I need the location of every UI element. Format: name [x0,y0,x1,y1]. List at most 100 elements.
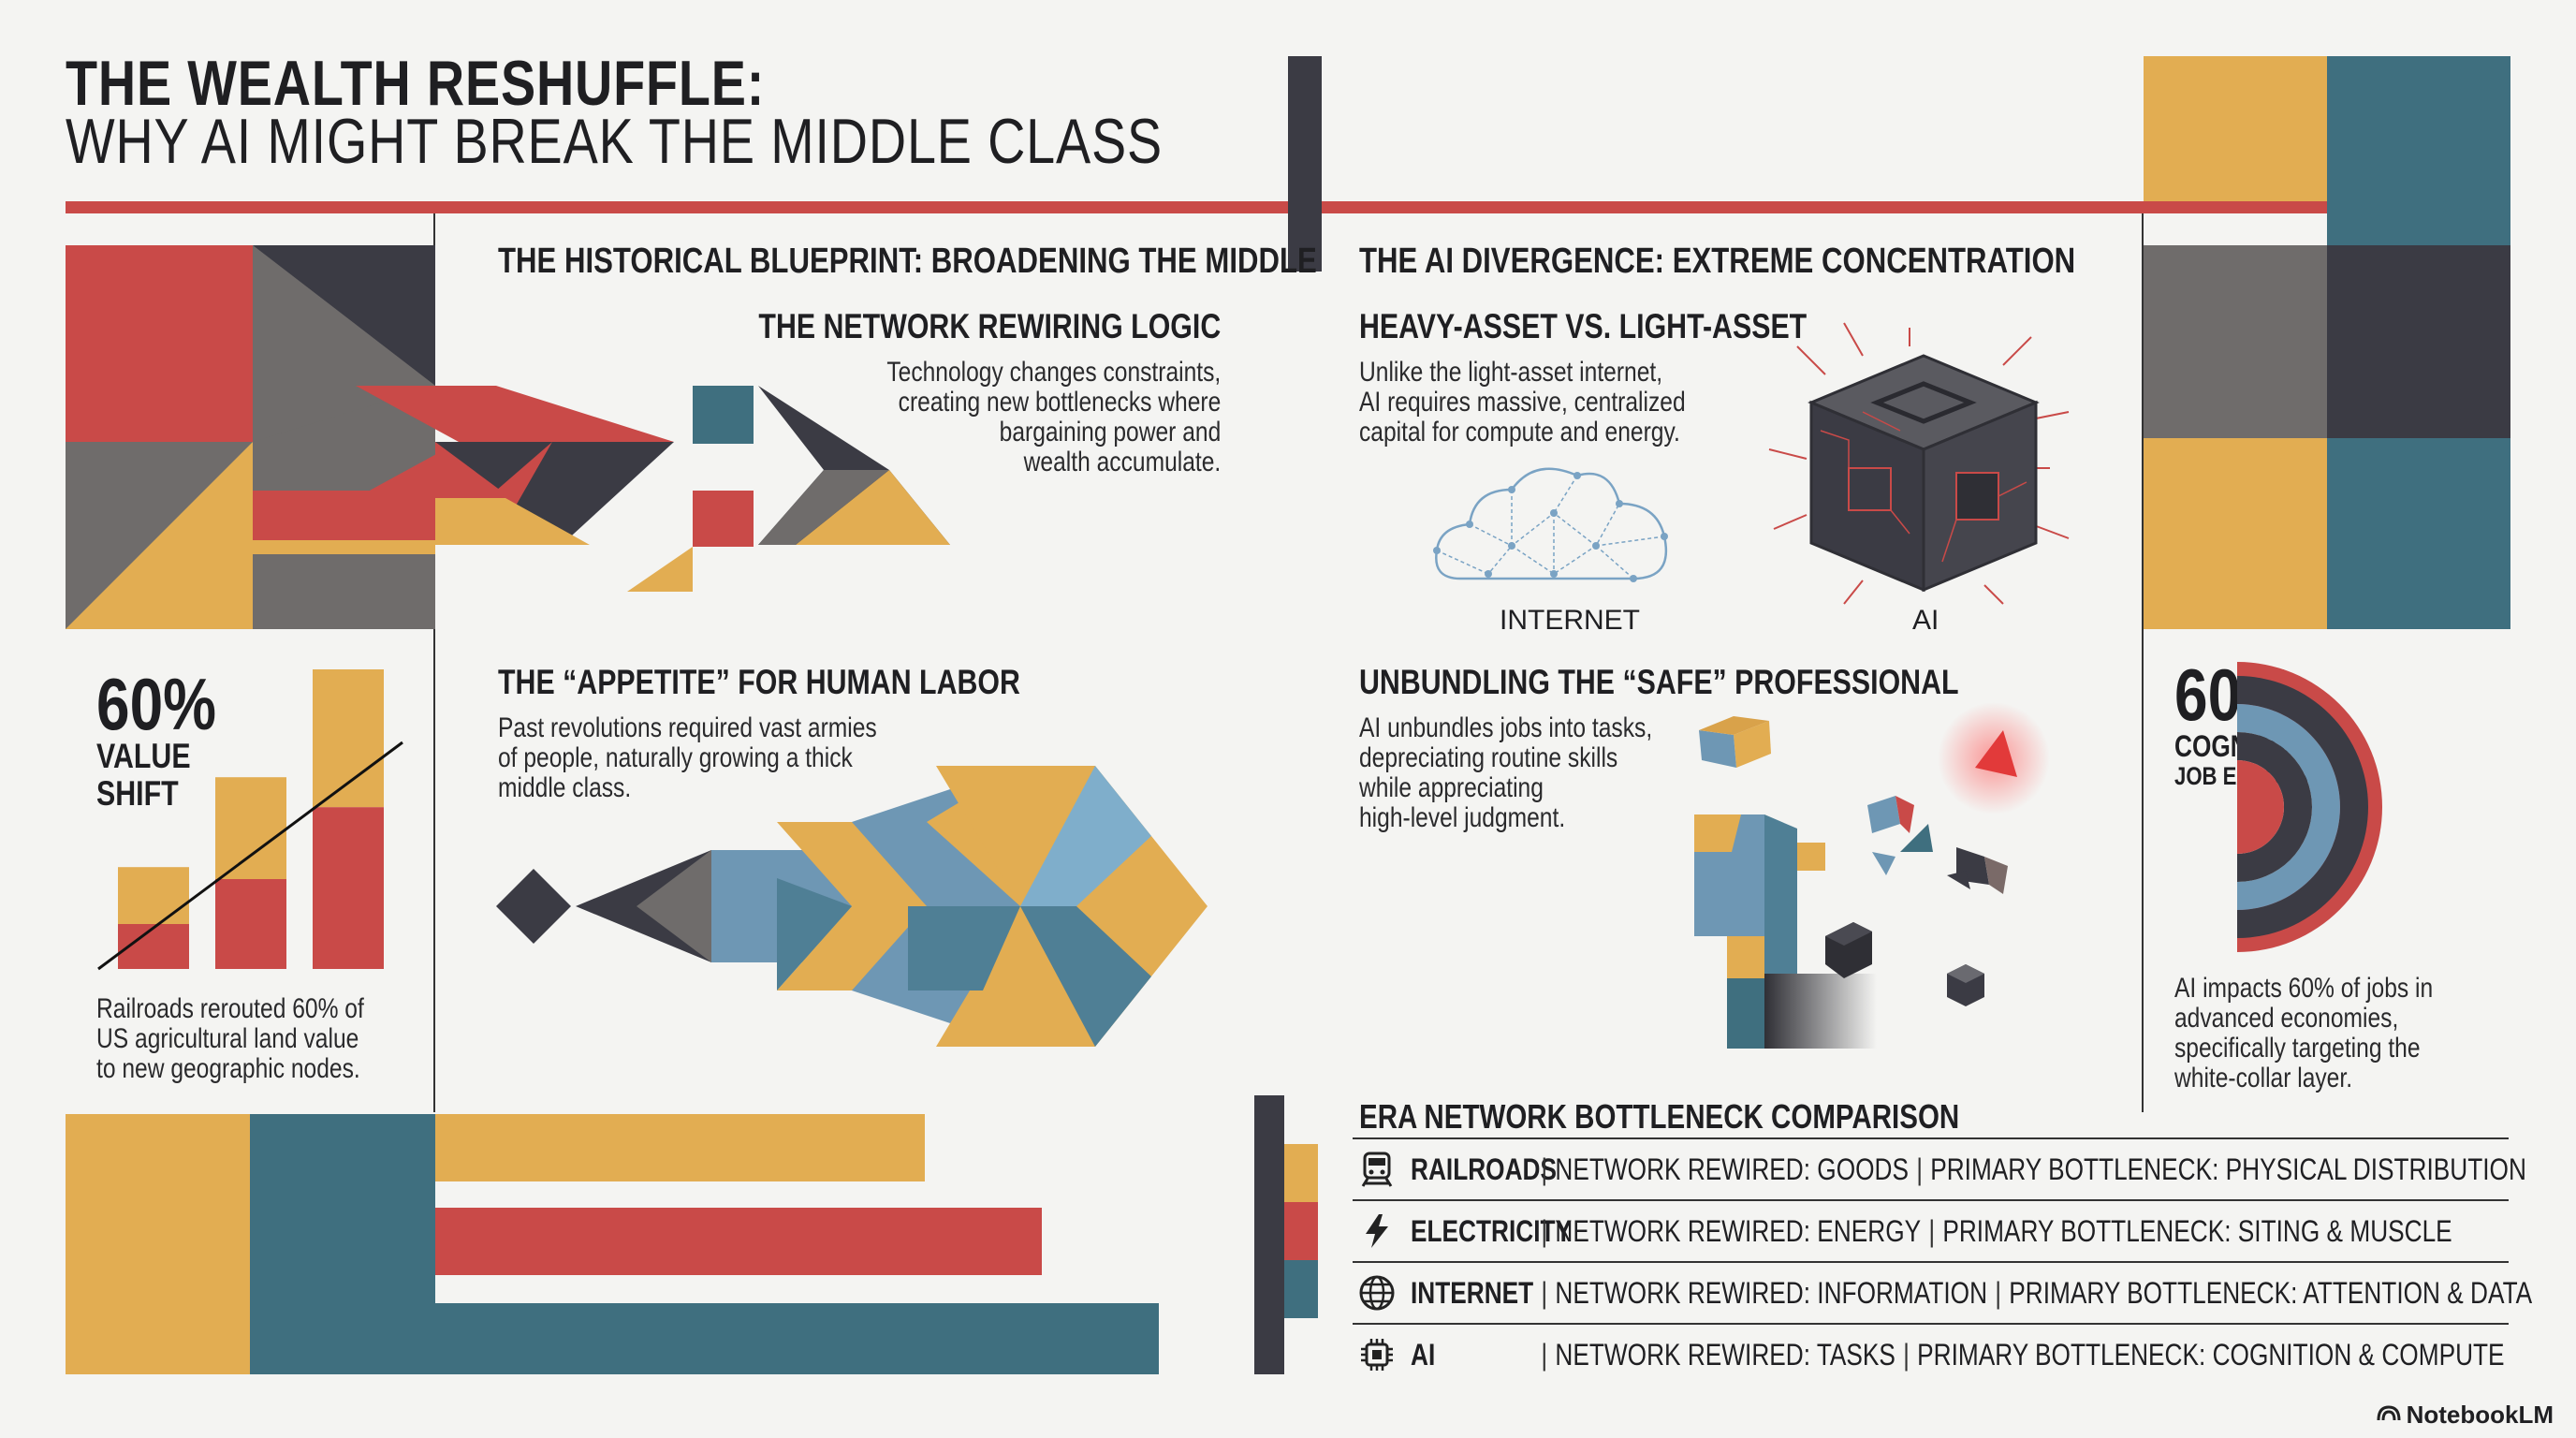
network-rewired: NETWORK REWIRED: TASKS [1555,1338,1895,1372]
cognitive-caption-line: specifically targeting the [2174,1033,2421,1064]
unbundling-line: high-level judgment. [1359,802,1566,833]
left-column-divider [433,213,435,1112]
unbundling-block: UNBUNDLING THE “SAFE” PROFESSIONAL AI un… [1359,663,2090,833]
center-accent-bar [1288,56,1322,271]
cognitive-caption-line: white-collar layer. [2174,1063,2353,1093]
appetite-line: of people, naturally growing a thick [498,742,853,773]
heavy-light-title: HEAVY-ASSET VS. LIGHT-ASSET [1359,307,1808,345]
cognitive-caption-line: advanced economies, [2174,1003,2399,1034]
decor-bar-teal [435,1303,1159,1374]
value-shift-label: VALUE SHIFT [96,738,191,813]
unbundling-professional-graphic [1694,702,2050,1049]
primary-bottleneck: PRIMARY BOTTLENECK: COGNITION & COMPUTE [1917,1338,2505,1372]
value-shift-trend-line [97,741,403,971]
table-row-content: ELECTRICITY|NETWORK REWIRED: ENERGY|PRIM… [1411,1214,2452,1249]
value-shift-caption-line: to new geographic nodes. [96,1053,360,1084]
comparison-side-bar [1254,1095,1284,1374]
labor-chevron-graphic [496,766,1208,1047]
value-shift-bar-gold [215,777,286,879]
table-row: INTERNET|NETWORK REWIRED: INFORMATION|PR… [1353,1263,2532,1325]
notebooklm-logo-icon [2377,1403,2401,1427]
comparison-table: RAILROADS|NETWORK REWIRED: GOODS|PRIMARY… [1353,1137,2532,1385]
primary-bottleneck: PRIMARY BOTTLENECK: PHYSICAL DISTRIBUTIO… [1930,1152,2526,1186]
internet-label: INTERNET [1500,605,1640,636]
cognitive-caption-line: AI impacts 60% of jobs in [2174,973,2434,1004]
heavy-light-line: Unlike the light-asset internet, [1359,357,1663,388]
separator: | [1916,1152,1924,1186]
table-row-content: INTERNET|NETWORK REWIRED: INFORMATION|PR… [1411,1276,2532,1311]
network-rewiring-block: THE NETWORK REWIRING LOGIC Technology ch… [657,307,1221,477]
value-shift-caption-line: Railroads rerouted 60% of [96,993,364,1024]
cognitive-exposure-rings [2237,662,2382,952]
separator: | [1541,1276,1548,1310]
value-shift-label-line1: VALUE [96,737,191,775]
era-name: RAILROADS [1411,1152,1557,1186]
heavy-light-line: AI requires massive, centralized [1359,387,1686,418]
brand-name: NotebookLM [2406,1401,2554,1429]
value-shift-caption: Railroads rerouted 60% of US agricultura… [96,994,364,1084]
heavy-light-text: Unlike the light-asset internet, AI requ… [1359,358,1807,448]
value-shift-bar-red [215,879,286,969]
separator: | [1541,1152,1548,1186]
unbundling-title: UNBUNDLING THE “SAFE” PROFESSIONAL [1359,663,1959,701]
primary-bottleneck: PRIMARY BOTTLENECK: SITING & MUSCLE [1942,1214,2452,1248]
value-shift-bar-gold [313,669,384,808]
right-column-divider [2142,213,2144,1112]
network-rewiring-line: wealth accumulate. [1023,447,1221,477]
network-rewiring-title: THE NETWORK REWIRING LOGIC [758,307,1221,345]
lightning-icon [1360,1212,1394,1255]
chip-icon [1358,1336,1396,1378]
unbundling-line: AI unbundles jobs into tasks, [1359,712,1653,743]
unbundling-text: AI unbundles jobs into tasks, depreciati… [1359,713,1959,833]
table-row-content: RAILROADS|NETWORK REWIRED: GOODS|PRIMARY… [1411,1152,2526,1187]
era-name: ELECTRICITY [1411,1214,1573,1248]
network-rewired: NETWORK REWIRED: INFORMATION [1555,1276,1988,1310]
decor-bottom-left-blocks [66,1114,435,1374]
era-name: INTERNET [1411,1276,1534,1310]
ai-cube-icon [1768,322,2070,605]
network-rewiring-line: bargaining power and [999,417,1221,448]
unbundling-line: depreciating routine skills [1359,742,1618,773]
table-row: ELECTRICITY|NETWORK REWIRED: ENERGY|PRIM… [1353,1201,2509,1263]
value-shift-bars [97,669,403,971]
value-shift-label-line2: SHIFT [96,774,179,813]
appetite-title: THE “APPETITE” FOR HUMAN LABOR [498,663,1020,701]
appetite-line: middle class. [498,772,632,803]
internet-cloud-icon [1433,467,1668,582]
heavy-light-block: HEAVY-ASSET VS. LIGHT-ASSET Unlike the l… [1359,307,1905,448]
globe-icon [1358,1274,1396,1316]
network-rewiring-line: creating new bottlenecks where [898,387,1221,418]
separator: | [1928,1214,1936,1248]
value-shift-caption-line: US agricultural land value [96,1023,359,1054]
separator: | [1541,1338,1548,1372]
network-rewired: NETWORK REWIRED: ENERGY [1555,1214,1922,1248]
network-rewired: NETWORK REWIRED: GOODS [1555,1152,1909,1186]
comparison-title: ERA NETWORK BOTTLENECK COMPARISON [1359,1097,1960,1136]
decor-bar-red [435,1208,1042,1275]
value-shift-bar-red [313,807,384,969]
network-rewiring-line: Technology changes constraints, [886,357,1221,388]
section-heading-ai: THE AI DIVERGENCE: EXTREME CONCENTRATION [1359,242,2076,281]
appetite-block: THE “APPETITE” FOR HUMAN LABOR Past revo… [498,663,1134,803]
separator: | [1541,1214,1548,1248]
separator: | [1995,1276,2002,1310]
unbundling-line: while appreciating [1359,772,1544,803]
table-row-content: AI|NETWORK REWIRED: TASKS|PRIMARY BOTTLE… [1411,1338,2505,1372]
decor-bar-gold [435,1114,925,1181]
era-name: AI [1411,1338,1436,1372]
decor-color-blocks-right [2144,56,2510,629]
appetite-text: Past revolutions required vast armies of… [498,713,1020,803]
ai-label: AI [1912,605,1939,636]
header-divider [66,201,2509,213]
network-rewiring-graphic [66,245,950,629]
table-row: RAILROADS|NETWORK REWIRED: GOODS|PRIMARY… [1353,1137,2526,1201]
separator: | [1903,1338,1910,1372]
train-icon [1358,1151,1396,1193]
heavy-light-line: capital for compute and energy. [1359,417,1680,448]
appetite-line: Past revolutions required vast armies [498,712,877,743]
cognitive-caption: AI impacts 60% of jobs in advanced econo… [2174,974,2433,1093]
value-shift-number: 60% [96,663,217,745]
page-title-line2: WHY AI MIGHT BREAK THE MIDDLE CLASS [66,106,1164,177]
page-title-line1: THE WEALTH RESHUFFLE: [66,48,766,119]
value-shift-bar-gold [118,867,189,924]
